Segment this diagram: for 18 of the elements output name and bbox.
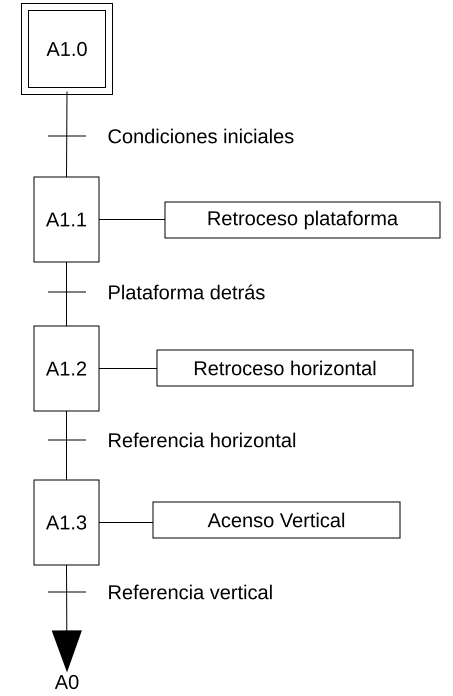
flow-line	[66, 262, 67, 326]
connector-line	[99, 522, 153, 523]
initial-step-box: A1.0	[21, 3, 113, 95]
transition-label: Condiciones iniciales	[106, 128, 296, 144]
step-box: A1.2	[34, 326, 100, 412]
action-box: Retroceso horizontal	[156, 350, 414, 386]
flow-line	[66, 411, 67, 480]
action-box: Acenso Vertical	[152, 502, 400, 538]
connector-line	[99, 219, 165, 220]
step-box: A1.3	[34, 480, 100, 566]
transition-label: Referencia horizontal	[106, 432, 298, 448]
step-label: A0	[54, 674, 78, 690]
flow-line	[66, 91, 68, 177]
transition-label: Referencia vertical	[106, 584, 274, 600]
connector-line	[99, 368, 157, 369]
transition-label: Plataforma detrás	[106, 284, 266, 300]
step-box: A1.1	[34, 176, 100, 262]
action-box: Retroceso plataforma	[164, 202, 440, 238]
